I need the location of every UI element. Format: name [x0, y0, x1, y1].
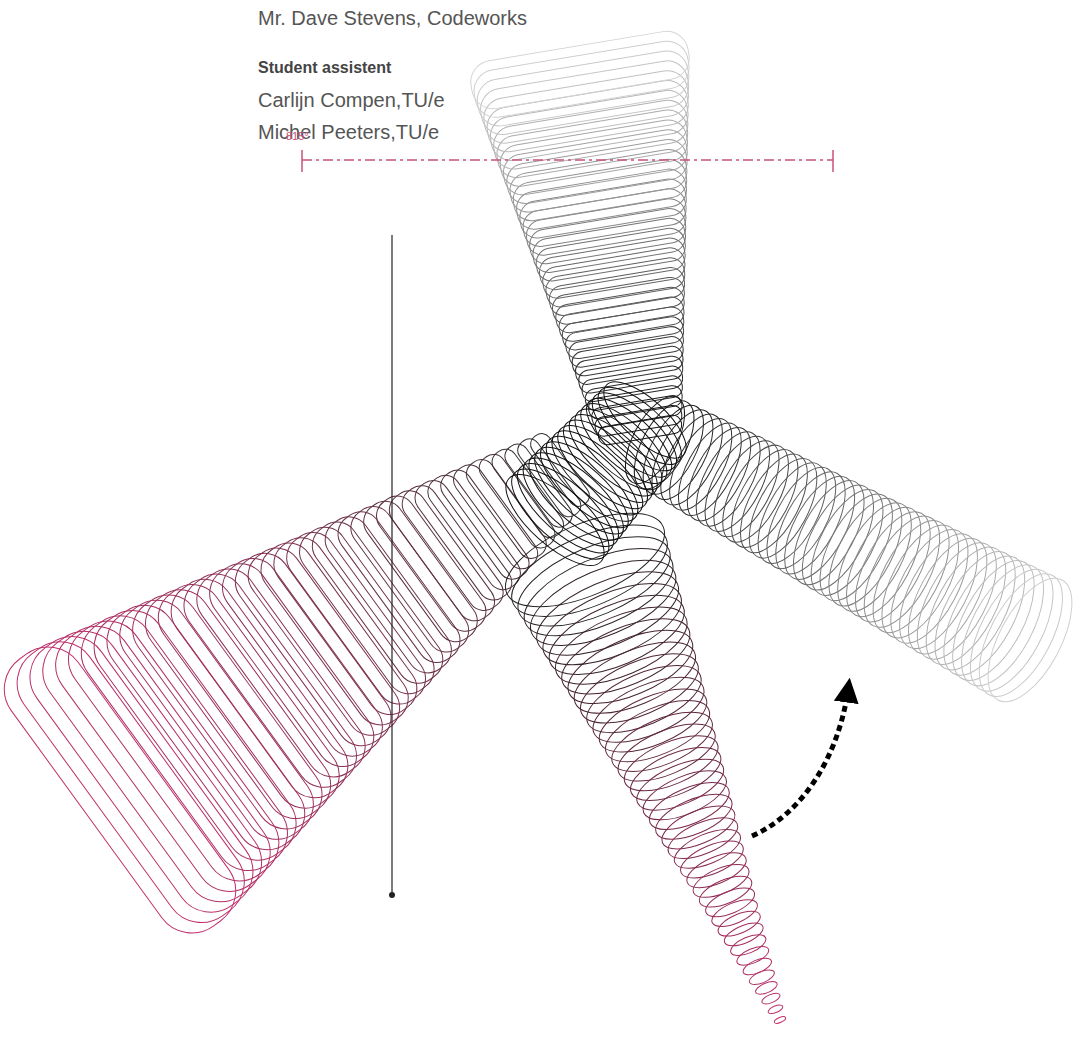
tube-section: [814, 487, 917, 617]
tube-section: [519, 542, 687, 663]
tube-section: [648, 405, 735, 514]
tube-section: [477, 58, 691, 138]
tube-section: [762, 461, 860, 584]
tube-section: [741, 955, 774, 979]
tube-section: [728, 930, 769, 959]
axis-line: [391, 235, 392, 893]
tube-section: [631, 396, 716, 503]
tube-section: [760, 991, 781, 1006]
tube-section: [823, 492, 927, 623]
tube-section: [497, 117, 690, 189]
tube-section: [597, 688, 718, 774]
tube-section: [42, 613, 284, 905]
angle-dimension: 815°: [286, 130, 309, 143]
tube-section: [695, 870, 756, 914]
tube-section: [435, 464, 535, 584]
tube-section: [558, 615, 703, 719]
dimension-tick: [832, 150, 834, 172]
dimension-line: [302, 159, 833, 161]
tube-section: [701, 431, 793, 547]
tube-section: [779, 470, 878, 595]
credit-line: Mr. Dave Stevens, Codeworks: [258, 6, 527, 30]
tube-section: [592, 370, 697, 470]
tube-section: [487, 87, 691, 163]
dimension-tick: [301, 150, 303, 172]
tube-section: [541, 246, 688, 301]
tube-section: [544, 256, 687, 309]
tube-section: [591, 676, 716, 765]
tube-section: [471, 38, 692, 121]
tube-section: [68, 603, 300, 884]
tube-section: [709, 435, 802, 552]
tube-section: [468, 28, 693, 112]
tube-section: [754, 979, 779, 997]
tube-section: [656, 797, 741, 858]
tube-section: [16, 622, 267, 926]
tube-section: [545, 591, 698, 700]
tube-section: [494, 107, 690, 180]
tube-section: [108, 588, 326, 852]
tube-section: [744, 453, 840, 574]
tube-section: [831, 496, 935, 628]
tube-section: [610, 712, 723, 793]
tube-section: [773, 1015, 786, 1024]
credit-line: Michel Peeters,TU/e: [258, 120, 439, 144]
axis-dot: [389, 892, 395, 898]
tube-section: [623, 736, 728, 811]
tube-section: [147, 573, 351, 820]
tube-section: [512, 530, 684, 654]
credit-line: Carlijn Compen,TU/e: [258, 88, 445, 112]
tube-section: [121, 583, 334, 841]
tube-section: [580, 365, 684, 404]
tube-section: [551, 275, 687, 326]
tube-section: [676, 833, 749, 885]
tube-sections: [0, 28, 1084, 1025]
tube-section: [770, 466, 869, 590]
tube-section: [954, 557, 1070, 704]
tube-section: [702, 882, 759, 923]
tube-section: [484, 78, 691, 155]
rotation-arrow: [752, 690, 848, 836]
tube-section: [212, 548, 392, 766]
tube-section: [474, 48, 692, 129]
tube-section: [734, 943, 771, 969]
tube-section: [252, 534, 418, 735]
tube-section: [225, 543, 400, 755]
tube-section: [630, 749, 731, 821]
tube-section: [767, 1003, 784, 1015]
tube-section: [481, 68, 692, 147]
tube-section: [715, 906, 764, 941]
tube-section: [356, 494, 484, 649]
tube-section: [753, 457, 850, 579]
tube-section: [383, 484, 502, 627]
tube-section: [3, 627, 259, 937]
tube-section: [636, 761, 733, 830]
tube-section: [547, 266, 686, 318]
tube-section: [735, 448, 830, 568]
tube-section: [0, 632, 250, 947]
tube-section: [840, 500, 945, 633]
section-heading: Student assistent: [258, 58, 391, 77]
tube-section: [571, 639, 708, 737]
tube-section: [330, 504, 468, 670]
tube-section: [962, 561, 1079, 709]
tube-section: [304, 514, 451, 692]
tube-section: [186, 558, 376, 787]
tube-section: [578, 652, 711, 747]
tube-section: [971, 566, 1084, 715]
tube-section: [674, 418, 763, 531]
tube-section: [682, 846, 751, 895]
tube-section: [554, 285, 686, 334]
tube-section: [29, 617, 276, 915]
tube-section: [531, 216, 688, 275]
tube-section: [666, 414, 754, 525]
